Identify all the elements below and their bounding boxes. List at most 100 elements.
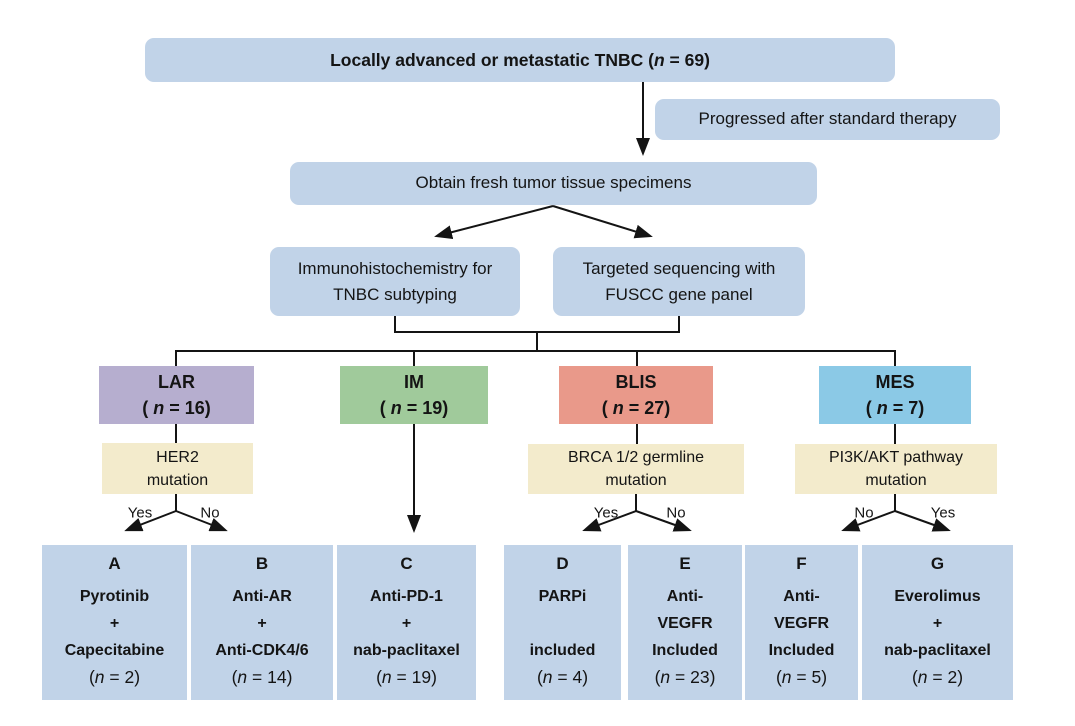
her2-no-label: No — [200, 504, 220, 522]
arm-g-letter: G — [930, 554, 945, 573]
arm-c-line1: Anti-PD-1 — [370, 588, 443, 605]
im-n-post: = 19) — [401, 398, 449, 418]
arm-g-line1: Everolimus — [894, 588, 981, 605]
arm-a-n-italic: n — [94, 667, 105, 688]
arm-a-line1: Pyrotinib — [79, 588, 150, 605]
her2-line2: mutation — [146, 471, 209, 489]
arm-b-line1: Anti-AR — [232, 588, 292, 605]
her2-line1: HER2 — [156, 448, 199, 466]
progressed-box: Progressed after standard therapy — [655, 99, 1000, 140]
arm-g-n-pre: ( — [911, 667, 918, 688]
sequencing-box: Targeted sequencing with FUSCC gene pane… — [553, 247, 805, 316]
blis-n-pre: ( — [601, 398, 613, 418]
arm-a-line2: + — [109, 615, 120, 632]
arm-c-count: (n = 19) — [376, 666, 437, 700]
arm-box-d: D PARPi included (n = 4) — [504, 545, 621, 700]
arm-d-n-pre: ( — [536, 667, 543, 688]
progressed-text: Progressed after standard therapy — [698, 109, 957, 129]
arm-f-line3: Included — [768, 642, 835, 659]
arm-c-letter: C — [400, 554, 413, 573]
subtype-box-im: IM ( n = 19) — [340, 366, 488, 424]
arm-f-n-post: = 5) — [791, 667, 828, 688]
arm-a-line3: Capecitabine — [64, 642, 165, 659]
arm-g-line2: + — [932, 615, 943, 632]
arm-e-letter: E — [679, 554, 691, 573]
arm-b-line2: + — [257, 615, 267, 632]
sequencing-line1: Targeted sequencing with — [582, 258, 776, 278]
arm-f-n-italic: n — [781, 667, 792, 688]
arm-f-count: (n = 5) — [776, 666, 827, 700]
arm-box-f: F Anti- VEGFR Included (n = 5) — [745, 545, 858, 700]
brca-line2: mutation — [605, 472, 667, 489]
title-pre: Locally advanced or metastatic TNBC ( — [330, 49, 654, 70]
subtype-lar-name: LAR — [158, 372, 195, 392]
obtain-specimens-box: Obtain fresh tumor tissue specimens — [290, 162, 817, 205]
title-text: Locally advanced or metastatic TNBC (n =… — [330, 49, 710, 72]
arm-e-n-pre: ( — [654, 667, 661, 688]
subtype-mes-name: MES — [875, 372, 915, 392]
arm-e-n-italic: n — [660, 667, 671, 688]
brca-yes-label: Yes — [593, 504, 619, 522]
mes-n-pre: ( — [865, 398, 877, 418]
arm-c-n-italic: n — [381, 667, 392, 688]
condition-box-brca: BRCA 1/2 germline mutation — [528, 444, 744, 494]
pi3k-no-label: No — [854, 504, 874, 522]
lar-n-pre: ( — [142, 398, 154, 418]
subtype-box-blis: BLIS ( n = 27) — [559, 366, 713, 424]
arm-c-n-pre: ( — [376, 667, 382, 688]
arm-a-count: (n = 2) — [89, 666, 140, 700]
subtype-blis-count: ( n = 27) — [602, 395, 671, 421]
arm-d-n-italic: n — [542, 667, 553, 688]
arm-e-line2: VEGFR — [657, 615, 713, 632]
arm-f-n-pre: ( — [775, 667, 782, 688]
arm-d-count: (n = 4) — [537, 666, 588, 700]
arm-g-count: (n = 2) — [912, 666, 963, 700]
brca-line1: BRCA 1/2 germline — [567, 449, 705, 466]
arm-e-line3: Included — [652, 642, 718, 659]
arm-box-g: G Everolimus + nab-paclitaxel (n = 2) — [862, 545, 1013, 700]
arm-box-c: C Anti-PD-1 + nab-paclitaxel (n = 19) — [337, 545, 476, 700]
mes-n-italic: n — [876, 398, 888, 418]
ihc-box: Immunohistochemistry for TNBC subtyping — [270, 247, 520, 316]
arm-b-n-italic: n — [237, 667, 248, 688]
arm-b-n-post: = 14) — [247, 667, 293, 688]
arm-b-line3: Anti-CDK4/6 — [215, 642, 309, 659]
arm-c-line3: nab-paclitaxel — [353, 642, 460, 659]
title-box: Locally advanced or metastatic TNBC (n =… — [145, 38, 895, 82]
arm-box-b: B Anti-AR + Anti-CDK4/6 (n = 14) — [191, 545, 333, 700]
arm-a-letter: A — [108, 554, 121, 573]
title-post: = 69) — [664, 49, 710, 70]
condition-box-her2: HER2 mutation — [102, 443, 253, 494]
condition-box-pi3k: PI3K/AKT pathway mutation — [795, 444, 997, 494]
mes-n-post: = 7) — [887, 398, 925, 418]
subtype-lar-count: ( n = 16) — [142, 395, 211, 421]
arm-g-line3: nab-paclitaxel — [884, 642, 991, 659]
sequencing-line2: FUSCC gene panel — [605, 284, 753, 304]
blis-n-italic: n — [612, 398, 624, 418]
subtype-box-lar: LAR ( n = 16) — [99, 366, 254, 424]
arm-f-line1: Anti- — [783, 588, 820, 605]
arm-e-count: (n = 23) — [655, 666, 716, 700]
her2-yes-label: Yes — [127, 504, 153, 522]
brca-no-label: No — [666, 504, 686, 522]
arm-c-n-post: = 19) — [391, 667, 437, 688]
arm-e-n-post: = 23) — [670, 667, 716, 688]
arm-d-letter: D — [556, 554, 569, 573]
ihc-line2: TNBC subtyping — [333, 284, 457, 304]
pi3k-yes-label: Yes — [930, 504, 956, 522]
im-n-pre: ( — [379, 398, 391, 418]
arm-b-n-pre: ( — [231, 667, 238, 688]
pi3k-line1: PI3K/AKT pathway — [829, 449, 963, 466]
arm-e-line1: Anti- — [666, 588, 704, 605]
lar-n-italic: n — [153, 398, 165, 418]
arm-box-a: A Pyrotinib + Capecitabine (n = 2) — [42, 545, 187, 700]
pi3k-line2: mutation — [865, 472, 927, 489]
subtype-box-mes: MES ( n = 7) — [819, 366, 971, 424]
arm-g-n-italic: n — [917, 667, 928, 688]
arm-box-e: E Anti- VEGFR Included (n = 23) — [628, 545, 742, 700]
arm-a-n-pre: ( — [88, 667, 95, 688]
lar-n-post: = 16) — [164, 398, 211, 418]
arm-f-line2: VEGFR — [773, 615, 830, 632]
arm-d-line3: included — [529, 642, 596, 659]
